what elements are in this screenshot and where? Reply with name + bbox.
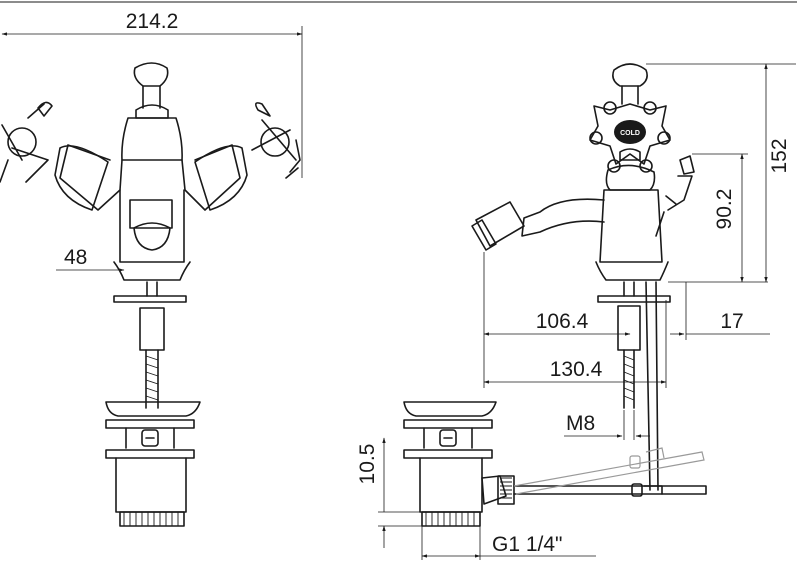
label-spout-reach: 106.4 bbox=[536, 310, 589, 333]
dimension-thread-size: M8 bbox=[564, 410, 650, 440]
dimension-spout-height: 90.2 bbox=[668, 153, 768, 283]
dimension-spout-base: 48 bbox=[56, 246, 125, 272]
dimension-waste-height: 10.5 bbox=[356, 437, 422, 548]
front-view bbox=[0, 62, 301, 527]
label-overall-width: 214.2 bbox=[126, 10, 179, 33]
dimension-waste-thread: G1 1/4" bbox=[421, 526, 596, 560]
dimension-spout-reach: 106.4 bbox=[483, 252, 631, 388]
dimension-rod-offset: 17 bbox=[670, 282, 770, 340]
dimension-overall-width: 214.2 bbox=[1, 10, 303, 178]
label-waste-height: 10.5 bbox=[356, 444, 379, 485]
label-thread-size: M8 bbox=[566, 412, 595, 435]
dimension-overall-height: 152 bbox=[646, 63, 796, 283]
label-spout-height: 90.2 bbox=[713, 189, 736, 230]
label-spout-base: 48 bbox=[64, 246, 87, 269]
label-total-depth: 130.4 bbox=[550, 358, 603, 381]
label-rod-offset: 17 bbox=[720, 310, 743, 333]
dimension-total-depth: 130.4 bbox=[483, 300, 667, 388]
handle-marking: COLD bbox=[620, 130, 640, 137]
label-waste-thread: G1 1/4" bbox=[492, 533, 563, 556]
side-view: COLD bbox=[403, 63, 707, 527]
label-overall-height: 152 bbox=[768, 138, 791, 173]
